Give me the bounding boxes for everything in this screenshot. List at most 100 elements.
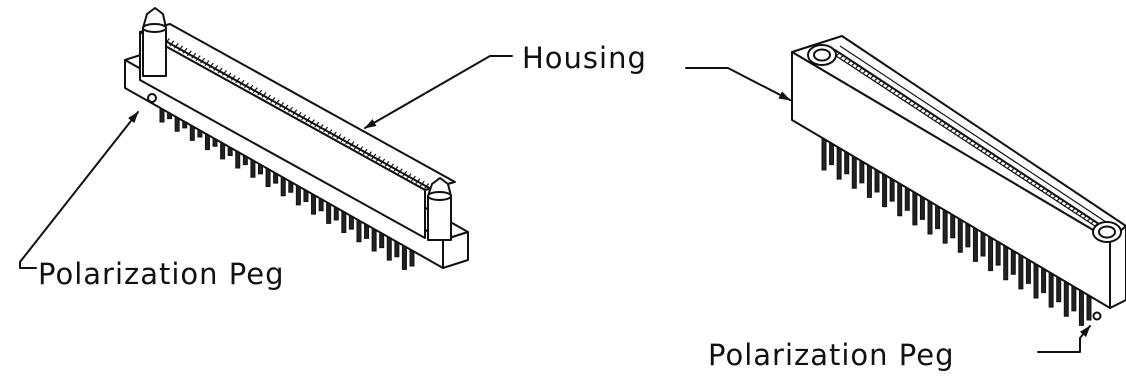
- contact-slot: [1075, 210, 1080, 214]
- contact-slot: [1022, 174, 1027, 179]
- contact-slot: [1007, 164, 1012, 169]
- contact-slot: [1011, 167, 1015, 172]
- contact-slot: [881, 82, 886, 87]
- contact-slot: [950, 127, 955, 132]
- contact-slot: [893, 89, 898, 94]
- right-polarization-peg: [1092, 311, 1102, 321]
- pin: [1003, 244, 1009, 281]
- contact-slot: [965, 137, 970, 142]
- pin: [1018, 254, 1024, 290]
- left-polarization-peg: [147, 93, 157, 103]
- pin: [851, 153, 857, 189]
- left-polarization-peg-label: Polarization Peg: [38, 257, 284, 291]
- contact-slot: [889, 87, 894, 92]
- housing-callout: Housing: [364, 41, 791, 129]
- left-post-front: [427, 177, 452, 241]
- contact-slot: [859, 67, 864, 71]
- contact-slot: [1033, 182, 1038, 187]
- contact-slot: [942, 122, 947, 127]
- contact-slot: [862, 69, 867, 74]
- contact-slot: [1037, 184, 1042, 189]
- pin: [957, 217, 963, 253]
- contact-slot: [973, 142, 977, 147]
- contact-slot: [169, 40, 175, 47]
- contact-slot: [1003, 162, 1008, 167]
- pin: [1063, 281, 1069, 317]
- contact-slot: [908, 99, 913, 104]
- pin: [950, 212, 956, 239]
- contact-slot: [1086, 217, 1091, 222]
- contact-slot: [904, 97, 909, 102]
- contact-slot: [912, 102, 917, 107]
- contact-slot: [969, 139, 974, 144]
- pin: [988, 235, 994, 272]
- contact-slot: [927, 112, 932, 117]
- contact-slot: [1090, 220, 1095, 224]
- contact-slot: [931, 114, 936, 119]
- contact-slot: [878, 79, 882, 84]
- pin: [1056, 276, 1062, 303]
- pin: [972, 226, 978, 262]
- contact-slot: [843, 57, 848, 61]
- contact-slot: [1067, 205, 1072, 209]
- right-housing-front: [791, 51, 1111, 309]
- contact-slot: [935, 117, 939, 122]
- contact-slot: [897, 92, 901, 97]
- contact-slot: [1049, 192, 1053, 197]
- contact-slot: [870, 74, 875, 79]
- contact-slot: [847, 59, 852, 64]
- left-connector: [124, 7, 469, 270]
- pin: [1041, 267, 1047, 294]
- contact-slot: [919, 107, 924, 112]
- contact-slot: [855, 64, 860, 69]
- right-pins: [821, 135, 1092, 326]
- contact-slot: [1041, 187, 1046, 192]
- contact-slot: [961, 134, 966, 139]
- pin: [927, 199, 933, 235]
- contact-slot: [946, 124, 951, 129]
- contact-slot: [1014, 169, 1019, 174]
- contact-slot: [885, 84, 890, 89]
- pin: [942, 208, 948, 244]
- contact-slot: [980, 147, 985, 152]
- contact-slot: [1083, 215, 1088, 219]
- pin: [980, 231, 986, 257]
- pin: [935, 203, 941, 230]
- left-housing-front: [139, 31, 426, 239]
- contact-slot: [988, 152, 993, 157]
- pin: [1071, 286, 1077, 312]
- contact-slot: [957, 132, 962, 137]
- pin: [1086, 295, 1092, 321]
- contact-slot: [1026, 177, 1031, 182]
- pin: [821, 135, 827, 171]
- contact-slot: [1045, 189, 1050, 194]
- contact-slot: [954, 129, 958, 134]
- pin: [912, 190, 918, 226]
- contact-slot: [1030, 179, 1034, 184]
- contact-slot: [999, 159, 1004, 164]
- contact-slot: [866, 72, 871, 76]
- pin: [965, 222, 971, 248]
- pin: [1078, 290, 1084, 326]
- pin: [882, 171, 888, 208]
- contact-slot: [992, 154, 996, 159]
- pin: [836, 144, 842, 180]
- contact-slot: [1060, 200, 1065, 204]
- pin: [995, 240, 1001, 266]
- contact-slot: [1052, 194, 1057, 199]
- pin: [897, 180, 903, 217]
- right-mounting-hole-back: [807, 44, 837, 66]
- contact-slot: [1064, 202, 1069, 207]
- right-peg-callout: Polarization Peg: [708, 325, 1091, 372]
- contact-slot: [851, 62, 856, 66]
- pin: [1048, 272, 1054, 308]
- right-mounting-hole-front: [1092, 221, 1122, 243]
- contact-slot: [1056, 197, 1061, 202]
- right-contact-slots: [832, 49, 1099, 227]
- contact-slot: [1071, 207, 1076, 212]
- contact-slot: [916, 104, 920, 109]
- right-connector: [791, 35, 1126, 326]
- contact-slot: [984, 149, 989, 154]
- pin: [1010, 249, 1016, 275]
